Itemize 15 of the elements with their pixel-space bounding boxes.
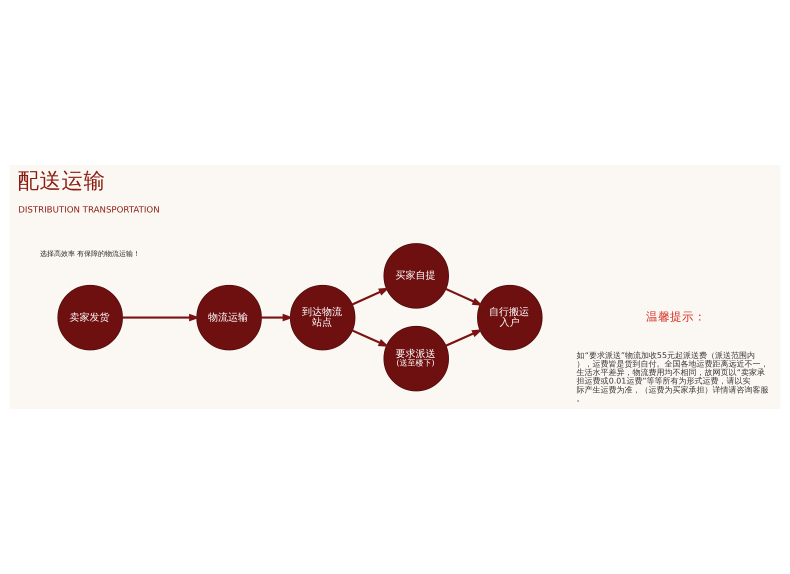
node-circle: 买家自提	[383, 243, 449, 309]
label: 选择高效率 有保障的物流运输！	[40, 249, 140, 258]
node-circle: 物流运输	[196, 284, 262, 350]
node-circle: 卖家发货	[57, 284, 123, 350]
arrow	[352, 330, 390, 347]
arrow	[352, 288, 390, 306]
label: 温馨提示：	[646, 309, 706, 324]
label: DISTRIBUTION TRANSPORTATION	[18, 206, 160, 216]
arrow	[122, 314, 200, 322]
arrow	[262, 314, 294, 322]
diagram-title: 配送运输	[18, 169, 106, 194]
arrow	[446, 329, 483, 347]
arrow	[446, 288, 484, 306]
node-circle: 自行搬运入户	[477, 284, 543, 350]
node-circle: 到达物流站点	[290, 284, 356, 350]
